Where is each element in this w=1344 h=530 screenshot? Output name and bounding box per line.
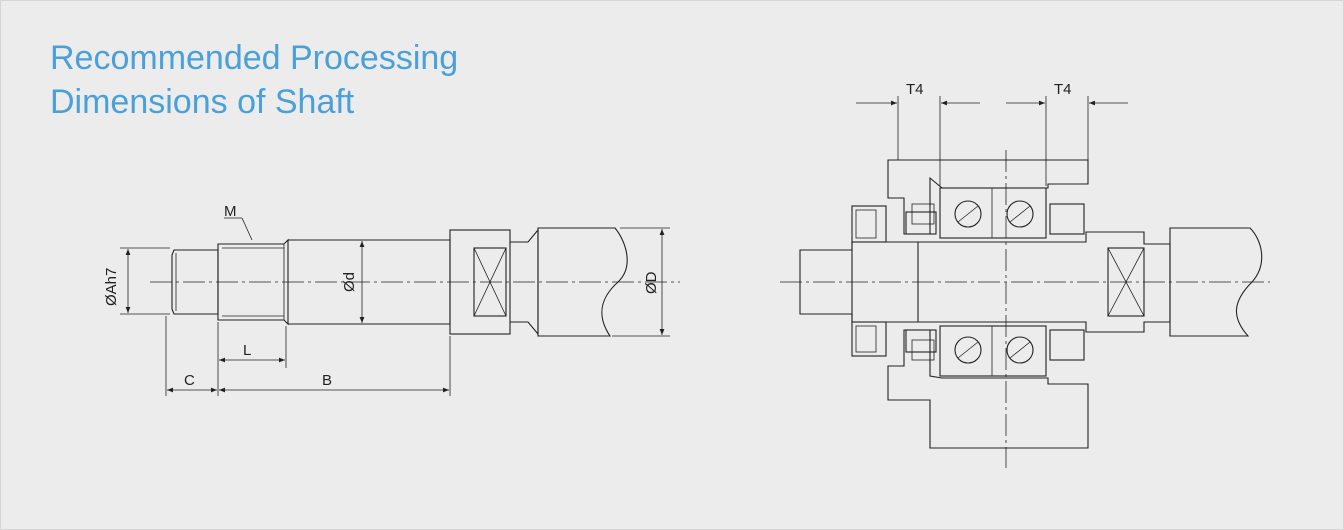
seal-upper-right: [1049, 203, 1085, 235]
label-thread-m: M: [224, 203, 237, 220]
label-t4-left: T4: [906, 81, 924, 98]
page-title: Recommended Processing Dimensions of Sha…: [50, 36, 458, 124]
label-len-b: B: [322, 372, 332, 389]
nut-square: [473, 247, 507, 317]
label-len-l: L: [243, 342, 251, 359]
assembly-nut-square: [1107, 247, 1145, 317]
assembly-body-D: [1169, 227, 1263, 337]
collar-lower: [905, 329, 937, 353]
label-dia-d: Ød: [341, 272, 358, 292]
label-dia-D: ØD: [643, 271, 660, 294]
housing-lower: [887, 329, 1089, 449]
shaft-end-drawing: M ØAh7 Ød ØD L C B: [103, 203, 680, 396]
ball-upper-right: [1006, 200, 1034, 228]
label-len-c: C: [184, 372, 195, 389]
ball-lower-right: [1006, 336, 1034, 364]
title-line-2: Dimensions of Shaft: [50, 83, 355, 121]
title-line-1: Recommended Processing: [50, 39, 459, 77]
ball-upper-left: [954, 200, 982, 228]
ball-lower-left: [954, 336, 982, 364]
collar-upper: [905, 211, 937, 235]
bearing-lower: [939, 325, 1047, 377]
bearing-upper: [939, 187, 1047, 239]
locknut-lower: [851, 321, 887, 357]
label-dia-a: ØAh7: [103, 268, 120, 306]
shaft-flange: [449, 229, 511, 335]
shaft-body-D: [537, 227, 628, 337]
housing-upper: [887, 159, 1089, 235]
locknut-upper: [851, 205, 887, 243]
seal-lower-right: [1049, 329, 1085, 361]
bearing-assembly-drawing: T4 T4: [780, 81, 1270, 468]
label-t4-right: T4: [1054, 81, 1072, 98]
